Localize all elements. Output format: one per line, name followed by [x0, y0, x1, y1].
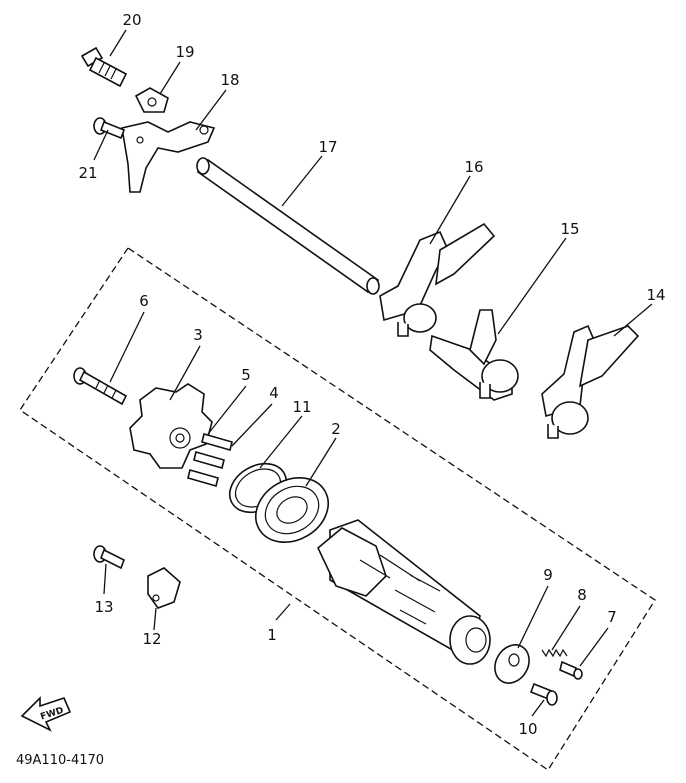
part-12-plate [147, 567, 181, 609]
callout-19: 19 [175, 43, 194, 61]
callout-21: 21 [78, 164, 97, 182]
leader-lines [93, 29, 653, 717]
part-13-bolt [93, 545, 126, 570]
part-17-guide-bar [196, 157, 380, 295]
part-9-washer [494, 644, 530, 684]
callout-17: 17 [318, 138, 337, 156]
callout-3: 3 [193, 326, 203, 344]
part-15-shift-fork [429, 309, 519, 401]
callout-12: 12 [142, 630, 161, 648]
part-16-shift-fork [379, 222, 496, 337]
callout-20: 20 [122, 11, 141, 29]
part-1-shift-drum [317, 519, 491, 665]
callout-8: 8 [577, 586, 587, 604]
part-10-screw [529, 682, 558, 706]
callout-11: 11 [292, 398, 311, 416]
part-2-bearing [255, 477, 329, 543]
callout-6: 6 [139, 292, 149, 310]
part-6-bolt [73, 367, 128, 406]
callout-1: 1 [267, 626, 277, 644]
callout-5: 5 [241, 366, 251, 384]
part-19-nut [134, 87, 169, 113]
callout-2: 2 [331, 420, 341, 438]
callout-13: 13 [94, 598, 113, 616]
callout-14: 14 [646, 286, 665, 304]
part-8-spring [541, 648, 568, 658]
fwd-arrow-icon: FWD [20, 696, 72, 732]
callout-7: 7 [607, 608, 617, 626]
part-14-shift-fork [541, 324, 640, 439]
part-21-screw [93, 117, 126, 140]
callout-18: 18 [220, 71, 239, 89]
callout-10: 10 [518, 720, 537, 738]
part-5-pins [187, 433, 233, 487]
callout-4: 4 [269, 384, 279, 402]
callout-15: 15 [560, 220, 579, 238]
assembly-boundary [19, 247, 656, 771]
callout-9: 9 [543, 566, 553, 584]
part-20-bolt [80, 46, 128, 88]
part-7-pin [559, 660, 583, 680]
part-3-segment [129, 383, 213, 469]
drawing-code: 49A110-4170 [16, 753, 104, 768]
callout-16: 16 [464, 158, 483, 176]
part-18-bracket [121, 121, 216, 193]
